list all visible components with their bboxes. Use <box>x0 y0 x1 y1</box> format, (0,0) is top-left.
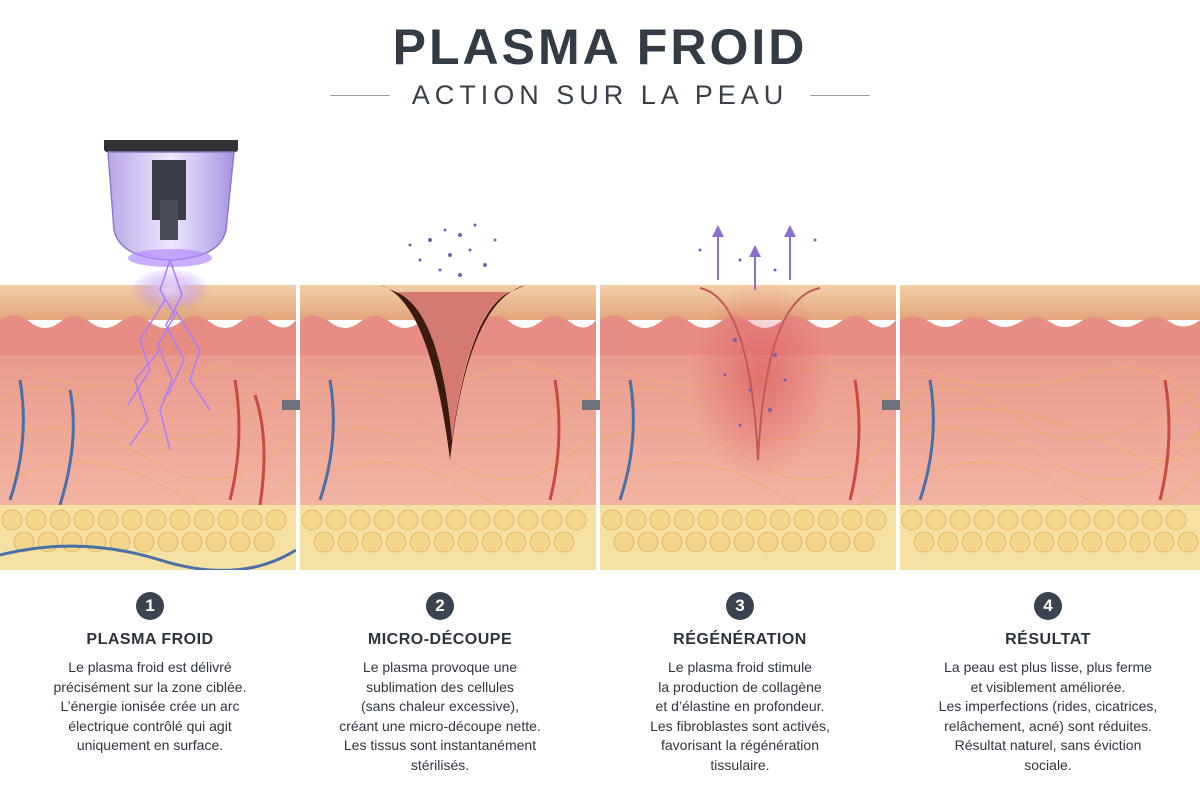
step-title: PLASMA FROID <box>86 631 214 648</box>
step-4: 4 RÉSULTAT La peau est plus lisse, plus … <box>898 592 1198 775</box>
page-subtitle: ACTION SUR LA PEAU <box>411 80 789 110</box>
upward-arrows-icon <box>712 225 796 290</box>
plasma-glow <box>130 268 210 312</box>
sublimation-particles <box>408 223 497 277</box>
fibroblast-particles <box>698 238 817 427</box>
step-title: MICRO-DÉCOUPE <box>367 631 513 648</box>
collagen-fibers <box>0 367 296 512</box>
step-number-badge: 3 <box>726 592 754 620</box>
page-title: PLASMA FROID <box>392 19 808 75</box>
plasma-device-icon <box>104 140 238 267</box>
subtitle-row: ACTION SUR LA PEAU <box>0 80 1200 111</box>
step-1: 1 PLASMA FROID Le plasma froid est déliv… <box>0 592 300 756</box>
step-description: Le plasma froid est délivré précisément … <box>53 659 247 753</box>
panel-plasma-froid <box>0 140 296 570</box>
step-description: Le plasma froid stimule la production de… <box>650 659 830 773</box>
step-description: Le plasma provoque une sublimation des c… <box>339 659 541 773</box>
step-3: 3 RÉGÉNÉRATION Le plasma froid stimule l… <box>590 592 890 775</box>
panel-micro-decoupe <box>300 140 596 570</box>
papillary-layer <box>0 315 296 360</box>
subtitle-rule-left <box>329 95 390 96</box>
dermis-layer <box>0 355 296 505</box>
step-title: RÉGÉNÉRATION <box>673 631 807 648</box>
fat-layer <box>0 505 296 570</box>
regeneration-zone <box>690 280 830 480</box>
plasma-arc <box>127 259 211 451</box>
step-number-badge: 1 <box>136 592 164 620</box>
artery <box>228 379 266 506</box>
illustration-panels <box>0 140 1200 570</box>
vein <box>8 379 75 506</box>
step-number-badge: 2 <box>426 592 454 620</box>
step-title: RÉSULTAT <box>1005 631 1091 648</box>
subtitle-rule-right <box>810 95 871 96</box>
panel-resultat <box>900 140 1200 570</box>
step-number-badge: 4 <box>1034 592 1062 620</box>
panel-regeneration <box>600 140 896 570</box>
step-2: 2 MICRO-DÉCOUPE Le plasma provoque une s… <box>290 592 590 775</box>
step-description: La peau est plus lisse, plus ferme et vi… <box>938 659 1158 773</box>
closing-incision <box>699 287 821 461</box>
